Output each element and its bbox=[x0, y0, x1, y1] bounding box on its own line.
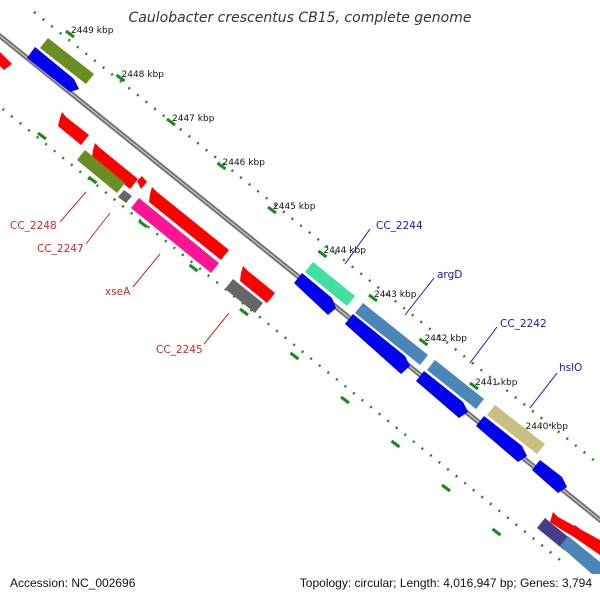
gene-arrow-red-c[interactable] bbox=[149, 187, 229, 260]
tick-mark-upper bbox=[469, 381, 479, 391]
tick-label: 2442 kbp bbox=[425, 334, 468, 344]
tick-mark-upper bbox=[368, 293, 378, 303]
tick-label: 2449 kbp bbox=[71, 26, 114, 36]
tick-label: 2440 kbp bbox=[526, 422, 569, 432]
tick-mark-upper bbox=[65, 29, 75, 39]
tick-mark-upper bbox=[267, 205, 277, 215]
gene-arrow-red-b[interactable] bbox=[92, 143, 138, 189]
gene-label-hslo[interactable]: hslO bbox=[559, 362, 582, 374]
tick-mark-upper bbox=[418, 337, 429, 347]
gene-arrow-magenta-xsea[interactable] bbox=[131, 198, 219, 273]
tick-mark-lower bbox=[138, 219, 148, 229]
gene-arrow-aquamarine-cc2244[interactable] bbox=[305, 262, 355, 306]
leader-cc2247 bbox=[85, 212, 111, 245]
gene-arrow-steelblue-cc2242[interactable] bbox=[427, 360, 484, 409]
gene-arrow-red-a[interactable] bbox=[58, 112, 89, 145]
tick-label: 2448 kbp bbox=[122, 70, 165, 80]
upper-tick-dots bbox=[33, 11, 600, 467]
leader-hslo bbox=[529, 372, 558, 409]
leader-cc2242 bbox=[469, 326, 498, 364]
gene-arrow-blue-1[interactable] bbox=[294, 273, 336, 315]
label-leaders bbox=[59, 191, 558, 409]
tick-mark-upper bbox=[166, 117, 176, 127]
gene-arrow-gray-cc2245[interactable] bbox=[225, 279, 263, 313]
gene-arrow-blue-5[interactable] bbox=[532, 460, 567, 493]
leader-xsea bbox=[132, 253, 161, 288]
tick-mark-lower bbox=[390, 439, 401, 449]
gene-arrow-blue-2[interactable] bbox=[345, 314, 410, 374]
tick-label: 2445 kbp bbox=[273, 202, 316, 212]
tick-mark-lower bbox=[37, 131, 47, 141]
gene-arrow-red-f[interactable] bbox=[571, 525, 600, 555]
gene-label-cc2245[interactable]: CC_2245 bbox=[156, 344, 203, 356]
tick-label: 2446 kbp bbox=[223, 158, 266, 168]
tick-mark-lower bbox=[239, 307, 249, 317]
tick-label: 2444 kbp bbox=[324, 246, 367, 256]
gene-arrow-olive-cc2248[interactable] bbox=[77, 150, 125, 193]
tick-labels: 2449 kbp 2448 kbp 2447 kbp 2446 kbp 2445 kbp… bbox=[71, 26, 568, 432]
leader-argd bbox=[404, 277, 435, 316]
gene-arrow-steelblue-argd[interactable] bbox=[355, 303, 428, 365]
tick-mark-lower bbox=[340, 395, 350, 405]
tick-mark-upper bbox=[317, 249, 328, 259]
topology-text: Topology: circular; Length: 4,016,947 bp… bbox=[299, 576, 592, 590]
gene-label-cc2248[interactable]: CC_2248 bbox=[10, 220, 57, 232]
gene-arrow-khaki-hslo[interactable] bbox=[487, 405, 545, 454]
gene-arrow-blue-top[interactable] bbox=[27, 47, 79, 92]
gene-label-cc2244[interactable]: CC_2244 bbox=[376, 220, 423, 232]
tick-mark-lower bbox=[441, 483, 451, 493]
tick-label: 2441 kbp bbox=[475, 378, 518, 388]
tick-mark-lower bbox=[491, 527, 502, 537]
gene-label-cc2242[interactable]: CC_2242 bbox=[500, 318, 547, 330]
accession-text: Accession: NC_002696 bbox=[10, 576, 136, 590]
genes bbox=[0, 38, 600, 574]
gene-arrow-olive-top[interactable] bbox=[40, 38, 94, 84]
tick-mark-upper bbox=[115, 73, 126, 83]
gene-arrow-red-small[interactable] bbox=[137, 176, 147, 189]
gene-arrow-gray-cc2247[interactable] bbox=[118, 190, 132, 203]
leader-cc2244 bbox=[344, 228, 371, 265]
tick-mark-lower bbox=[87, 175, 98, 185]
tick-label: 2447 kbp bbox=[172, 114, 215, 124]
leader-cc2245 bbox=[203, 312, 230, 345]
gene-labels: CC_2248 CC_2247 xseA CC_2245 CC_2244 arg… bbox=[10, 220, 582, 374]
map-title: Caulobacter crescentus CB15, complete ge… bbox=[128, 10, 472, 26]
tick-mark-lower bbox=[188, 263, 199, 273]
gene-arrow-red-d[interactable] bbox=[240, 266, 275, 303]
gene-arrow-red-edge[interactable] bbox=[0, 52, 12, 70]
tick-mark-lower bbox=[289, 351, 300, 361]
gene-label-cc2247[interactable]: CC_2247 bbox=[37, 243, 84, 255]
gene-arrow-blue-3[interactable] bbox=[416, 371, 468, 418]
tick-label: 2443 kbp bbox=[374, 290, 417, 300]
tick-marks bbox=[37, 29, 530, 537]
gene-label-argd[interactable]: argD bbox=[437, 269, 462, 281]
tick-mark-upper bbox=[216, 161, 227, 171]
gene-label-xsea[interactable]: xseA bbox=[105, 286, 131, 298]
leader-cc2248 bbox=[59, 191, 87, 223]
gene-arrow-blue-4[interactable] bbox=[476, 416, 527, 462]
gene-arrow-steelblue-edge[interactable] bbox=[560, 536, 600, 574]
lower-tick-dots bbox=[0, 105, 561, 561]
